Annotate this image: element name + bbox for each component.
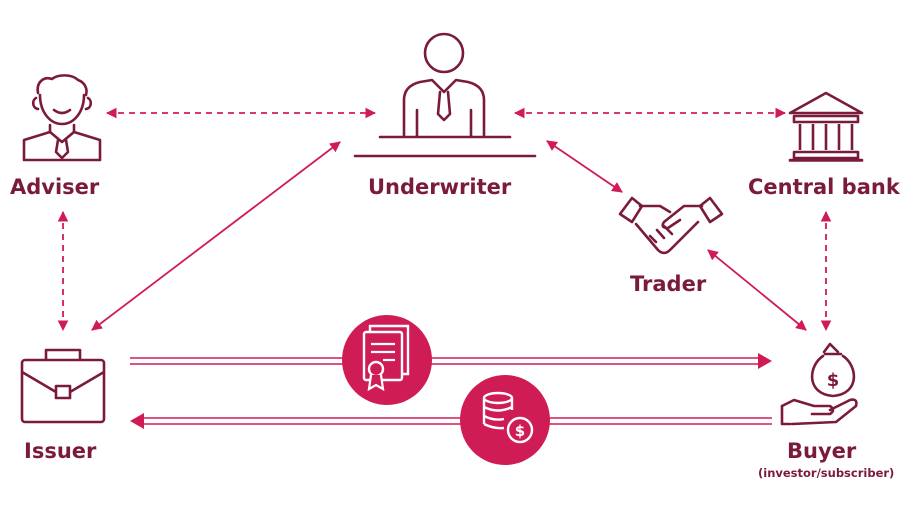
svg-text:$: $ [515, 422, 525, 440]
svg-text:$: $ [827, 370, 840, 391]
underwriter-label: Underwriter [368, 175, 512, 199]
handshake-icon [618, 196, 724, 255]
money-bag-hand-icon: $ [780, 342, 858, 426]
buyer-sublabel: (investor/subscriber) [758, 466, 895, 480]
issuer-label: Issuer [24, 439, 97, 463]
coins-dollar-icon: $ [460, 375, 550, 465]
flow-buyer-to-issuer [130, 413, 772, 429]
central-bank-label: Central bank [748, 175, 900, 199]
bank-building-icon [788, 91, 864, 162]
person-icon [22, 74, 102, 162]
businessman-at-desk-icon [353, 32, 537, 158]
briefcase-icon [20, 348, 106, 424]
connector-issuer-underwriter [91, 141, 341, 331]
connector-trader-buyer [707, 249, 807, 331]
trader-label: Trader [630, 272, 707, 296]
connector-underwriter-trader [546, 140, 623, 193]
flow-issuer-to-buyer [130, 353, 772, 369]
certificate-icon [342, 315, 432, 405]
buyer-label: Buyer [787, 439, 857, 463]
adviser-label: Adviser [10, 175, 100, 199]
